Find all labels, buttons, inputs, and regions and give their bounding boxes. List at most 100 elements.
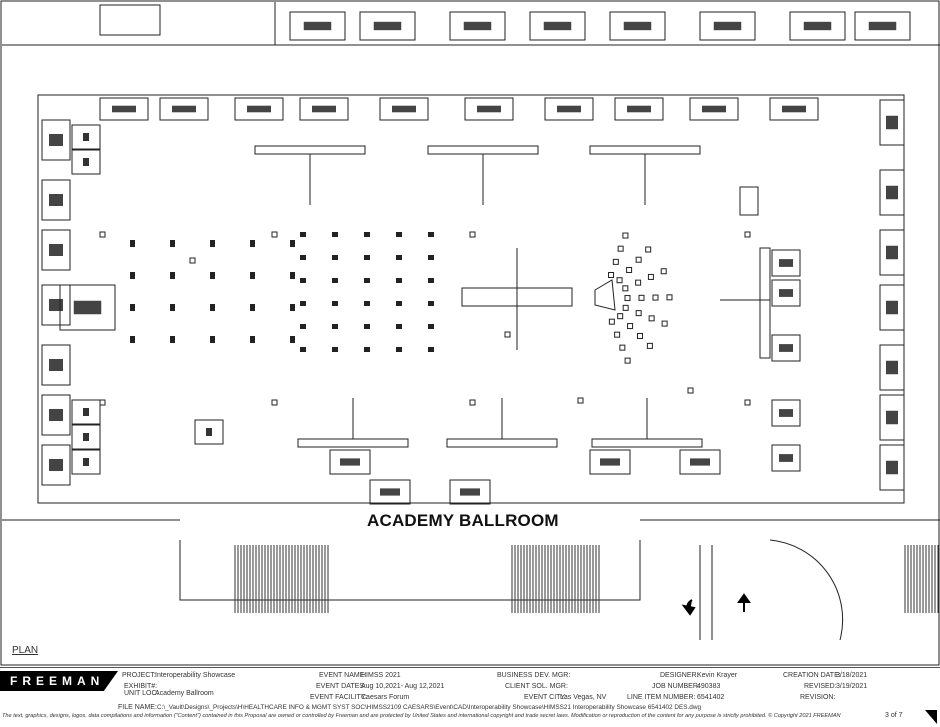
chair bbox=[396, 301, 402, 306]
booth bbox=[329, 449, 371, 475]
booth bbox=[679, 449, 721, 475]
chair bbox=[290, 304, 295, 311]
booth bbox=[771, 334, 801, 362]
booth bbox=[771, 444, 801, 472]
chair bbox=[332, 324, 338, 329]
booth-outline bbox=[289, 11, 346, 41]
booth-counter bbox=[392, 105, 416, 113]
booth-counter bbox=[779, 289, 793, 297]
booth-outline bbox=[771, 334, 801, 362]
booth-outline bbox=[59, 284, 116, 331]
booth-counter bbox=[623, 21, 652, 31]
column bbox=[189, 257, 196, 264]
theater-seat bbox=[626, 266, 633, 273]
theater-seat bbox=[622, 232, 629, 239]
booth bbox=[771, 399, 801, 427]
line-item-label: LINE ITEM NUMBER: bbox=[627, 694, 696, 701]
booth-outline bbox=[771, 279, 801, 307]
booth bbox=[449, 11, 506, 41]
chair bbox=[364, 301, 370, 306]
theater-seat bbox=[660, 268, 667, 275]
event-dates-label: EVENT DATES: bbox=[316, 683, 366, 690]
booth-counter bbox=[73, 300, 102, 315]
chair bbox=[300, 232, 306, 237]
designer-label: DESIGNER: bbox=[660, 672, 699, 679]
chair bbox=[290, 240, 295, 247]
theater-seat bbox=[666, 294, 673, 301]
file-name-value: C:\_Vault\Designs\_Projects\H\HEALTHCARE… bbox=[157, 704, 702, 711]
chair bbox=[332, 255, 338, 260]
column bbox=[469, 399, 476, 406]
booth bbox=[299, 97, 349, 121]
booth-counter bbox=[779, 344, 793, 352]
chair bbox=[210, 336, 215, 343]
chair bbox=[396, 255, 402, 260]
booth-counter bbox=[477, 105, 501, 113]
project-value: Interoperability Showcase bbox=[155, 672, 236, 679]
booth-counter bbox=[49, 299, 63, 311]
theater-seat bbox=[616, 277, 623, 284]
kiosk-bar bbox=[446, 438, 558, 448]
booth bbox=[609, 11, 666, 41]
chair bbox=[250, 272, 255, 279]
booth-outline bbox=[379, 97, 429, 121]
booth bbox=[41, 284, 71, 326]
booth-counter bbox=[886, 245, 898, 260]
chair bbox=[250, 240, 255, 247]
booth-counter bbox=[460, 488, 480, 496]
booth-counter bbox=[49, 134, 63, 146]
booth-counter bbox=[702, 105, 726, 113]
stage bbox=[594, 279, 616, 311]
title-block: FREEMAN PROJECT: Interoperability Showca… bbox=[0, 667, 940, 711]
booth bbox=[289, 11, 346, 41]
chair bbox=[300, 255, 306, 260]
booth-outline bbox=[789, 11, 846, 41]
booth-outline bbox=[329, 449, 371, 475]
column bbox=[687, 387, 694, 394]
booth bbox=[879, 169, 905, 216]
chair bbox=[290, 272, 295, 279]
theater-seat bbox=[622, 304, 629, 311]
booth bbox=[234, 97, 284, 121]
revision-label: REVISION: bbox=[800, 694, 836, 701]
booth-counter bbox=[713, 21, 742, 31]
booth-counter bbox=[886, 185, 898, 200]
booth bbox=[41, 179, 71, 221]
booth-outline bbox=[41, 229, 71, 271]
booth-outline bbox=[879, 284, 905, 331]
pod-center bbox=[83, 133, 89, 141]
revised-label: REVISED: bbox=[804, 683, 837, 690]
pod-center bbox=[83, 158, 89, 166]
booth-outline bbox=[879, 229, 905, 276]
booth-outline bbox=[854, 11, 911, 41]
booth bbox=[879, 444, 905, 491]
floor-plan-drawing bbox=[0, 0, 940, 666]
booth-counter bbox=[312, 105, 336, 113]
booth-counter bbox=[803, 21, 832, 31]
theater-seat bbox=[635, 310, 642, 317]
chair bbox=[300, 324, 306, 329]
job-number-label: JOB NUMBER: bbox=[652, 683, 700, 690]
booth-counter bbox=[886, 410, 898, 425]
booth-counter bbox=[886, 460, 898, 475]
pod bbox=[71, 149, 101, 175]
booth-outline bbox=[879, 444, 905, 491]
chair bbox=[300, 347, 306, 352]
column bbox=[271, 399, 278, 406]
chair bbox=[428, 255, 434, 260]
pod bbox=[71, 449, 101, 475]
booth-counter bbox=[340, 458, 360, 466]
theater-seat bbox=[619, 344, 626, 351]
column bbox=[504, 331, 511, 338]
booth-outline bbox=[879, 344, 905, 391]
theater-seat bbox=[624, 295, 631, 302]
chair bbox=[300, 278, 306, 283]
kiosk-bar bbox=[254, 145, 366, 155]
chair bbox=[364, 324, 370, 329]
chair bbox=[210, 304, 215, 311]
booth-counter bbox=[49, 409, 63, 421]
chair bbox=[250, 304, 255, 311]
booth bbox=[41, 444, 71, 486]
chair bbox=[428, 301, 434, 306]
booth-outline bbox=[614, 97, 664, 121]
